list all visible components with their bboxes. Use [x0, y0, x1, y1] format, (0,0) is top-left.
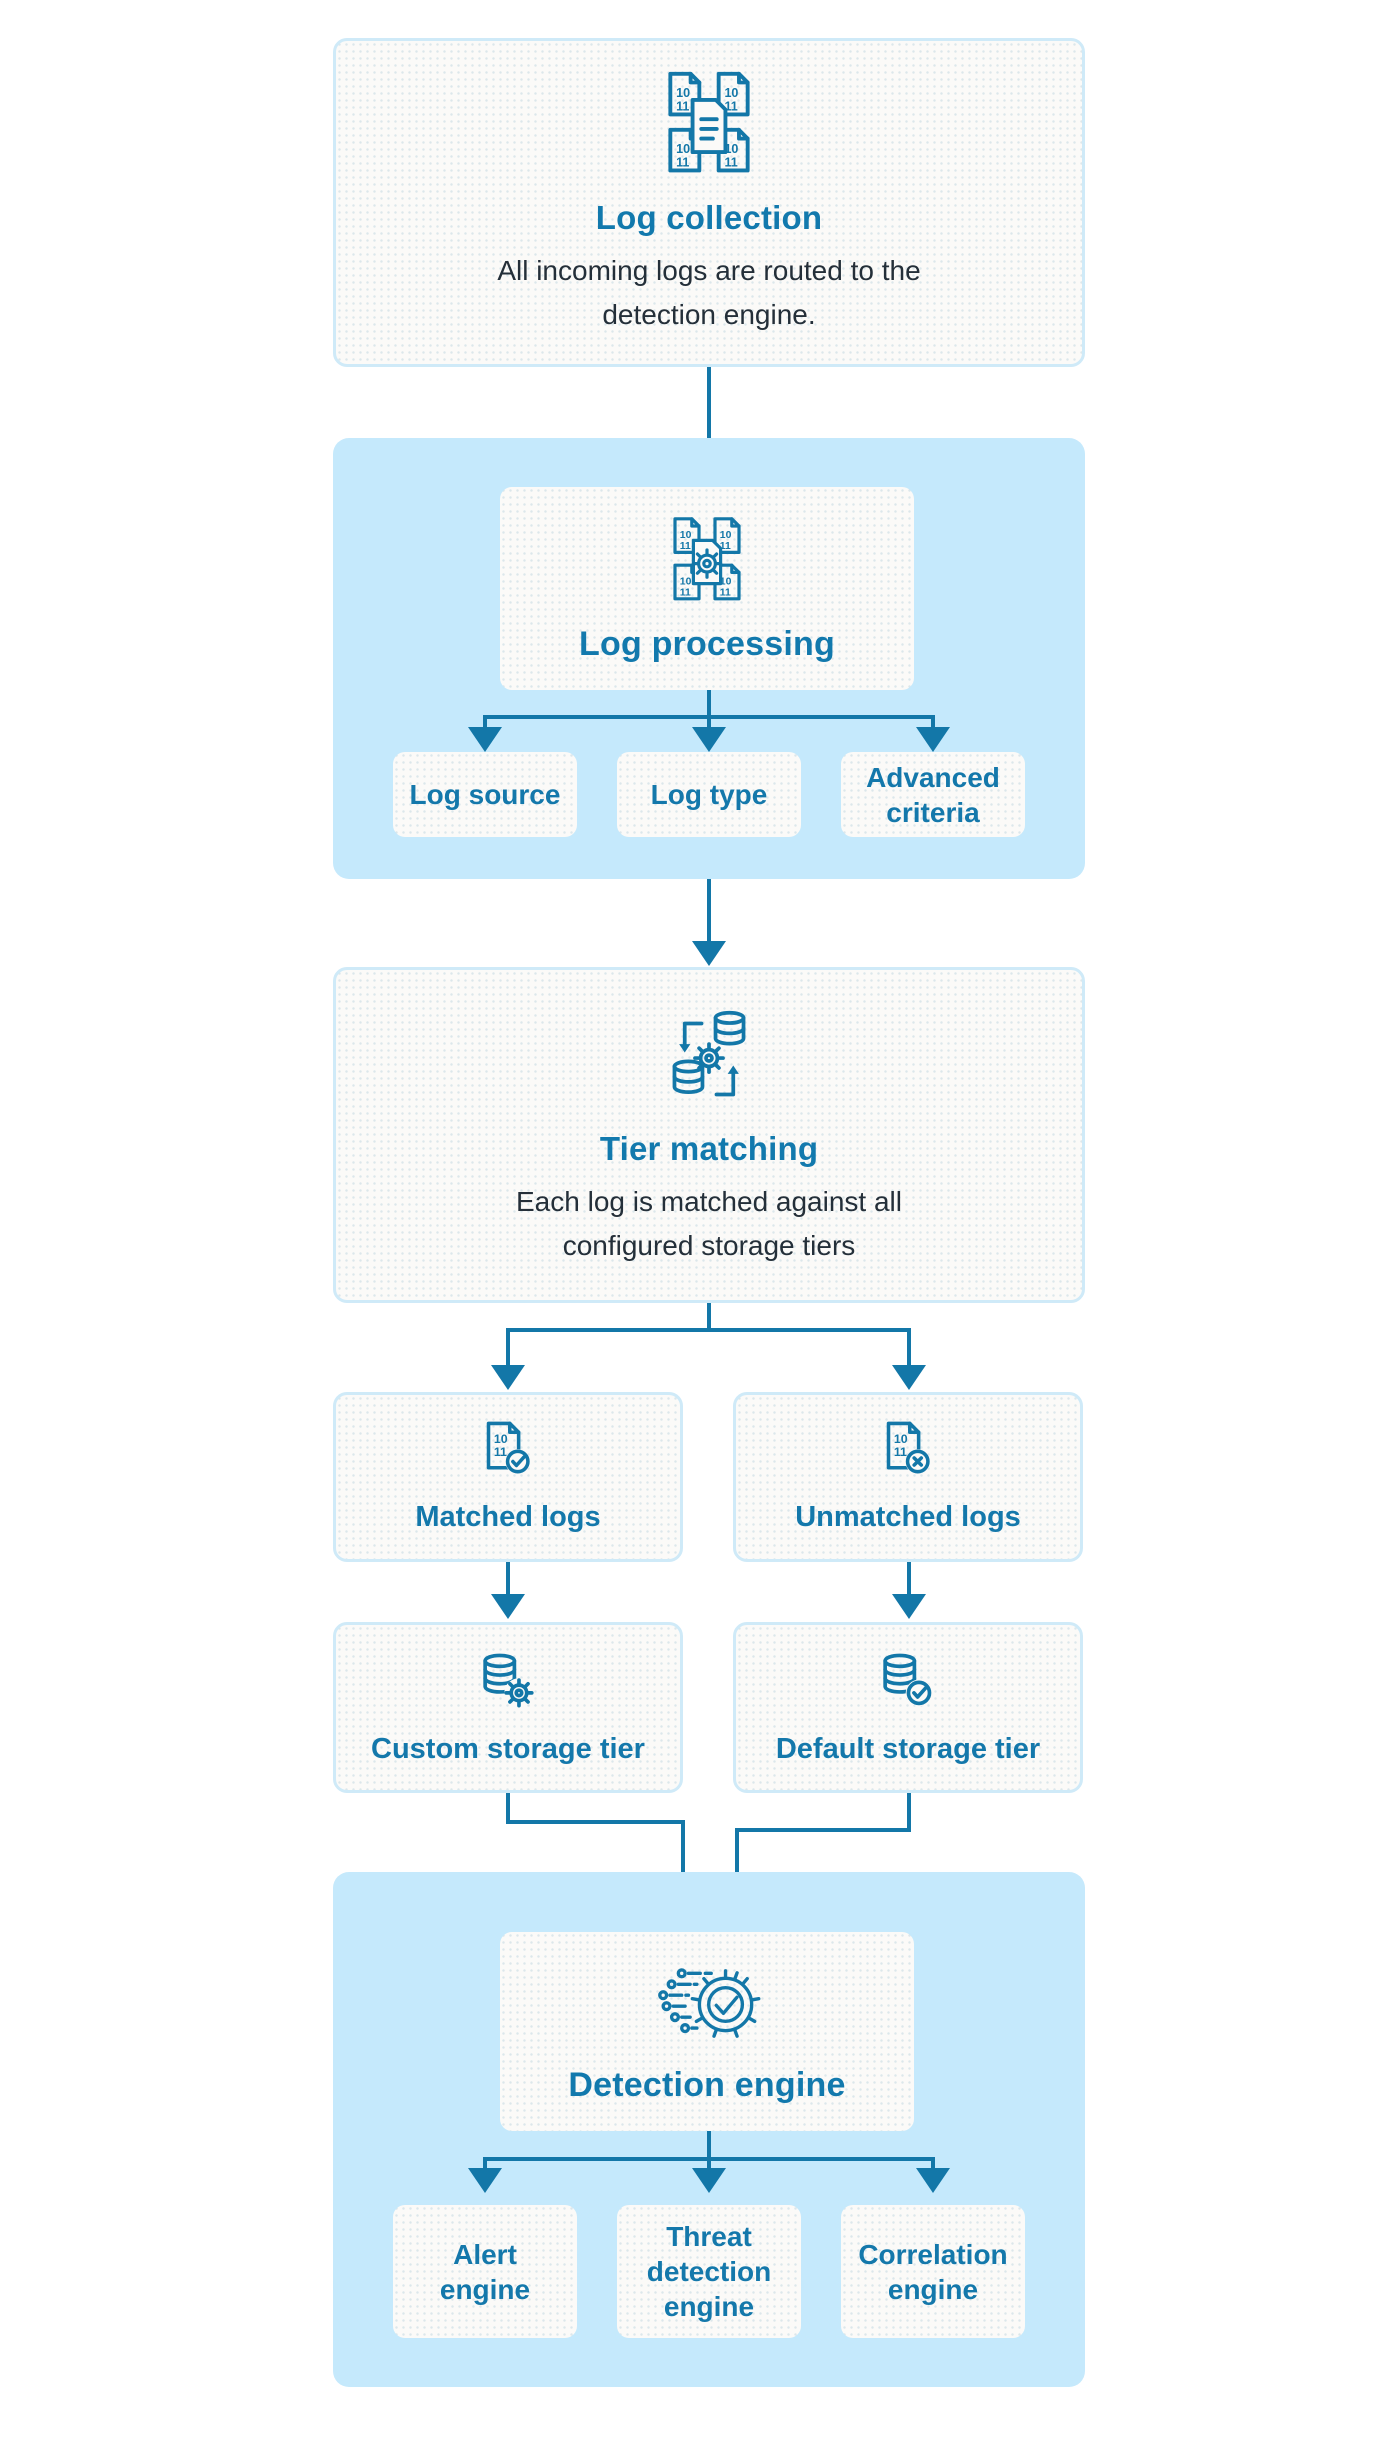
database-sync-gear-icon: [653, 1003, 765, 1120]
document-check-icon: 10 11: [477, 1419, 539, 1486]
svg-text:11: 11: [676, 100, 689, 114]
log-collection-box: 10 11 10 11 10 11 10 11 Log collection A…: [333, 38, 1085, 367]
log-source-label: Log source: [409, 779, 561, 810]
svg-text:10: 10: [676, 86, 690, 100]
correlation-engine-label: Correlation engine: [858, 2238, 1008, 2305]
tier-matching-title: Tier matching: [599, 1129, 819, 1167]
svg-text:11: 11: [720, 541, 731, 552]
alert-engine-label: Alert engine: [439, 2238, 531, 2305]
threat-detection-engine-label: Threat detection engine: [646, 2221, 772, 2322]
advanced-criteria-box: Advanced criteria: [841, 752, 1025, 837]
documents-cluster-icon: 10 11 10 11 10 11 10 11: [651, 68, 767, 189]
detection-engine-title: Detection engine: [568, 2066, 846, 2104]
svg-text:11: 11: [724, 100, 737, 114]
log-processing-box: 10 11 10 11 10 11 10 11 Log pr: [500, 487, 914, 690]
threat-detection-engine-box: Threat detection engine: [617, 2205, 801, 2338]
custom-storage-tier-box: Custom storage tier: [333, 1622, 683, 1793]
svg-text:11: 11: [680, 587, 691, 598]
document-x-icon: 10 11: [877, 1419, 939, 1486]
correlation-engine-box: Correlation engine: [841, 2205, 1025, 2338]
default-storage-tier-box: Default storage tier: [733, 1622, 1083, 1793]
tier-matching-box: Tier matching Each log is matched agains…: [333, 967, 1085, 1303]
svg-text:10: 10: [894, 1432, 908, 1446]
detection-engine-box: Detection engine: [500, 1932, 914, 2131]
log-type-box: Log type: [617, 752, 801, 837]
log-type-label: Log type: [650, 779, 768, 810]
svg-text:10: 10: [494, 1432, 508, 1446]
tier-matching-description: Each log is matched against all configur…: [516, 1185, 902, 1261]
svg-text:10: 10: [680, 530, 692, 541]
svg-text:10: 10: [720, 576, 732, 587]
advanced-criteria-label: Advanced criteria: [866, 761, 1000, 828]
log-processing-title: Log processing: [579, 624, 835, 663]
matched-logs-box: 10 11 Matched logs: [333, 1392, 683, 1562]
log-collection-description: All incoming logs are routed to the dete…: [497, 255, 921, 330]
alert-engine-box: Alert engine: [393, 2205, 577, 2338]
log-source-box: Log source: [393, 752, 577, 837]
svg-text:11: 11: [894, 1445, 907, 1459]
gear-check-circuit-icon: [648, 1958, 766, 2056]
svg-text:10: 10: [724, 86, 738, 100]
svg-text:11: 11: [680, 541, 691, 552]
log-collection-title: Log collection: [595, 199, 823, 236]
documents-gear-icon: 10 11 10 11 10 11 10 11: [659, 514, 755, 615]
custom-storage-tier-label: Custom storage tier: [371, 1732, 645, 1765]
database-check-icon: [876, 1649, 940, 1718]
unmatched-logs-box: 10 11 Unmatched logs: [733, 1392, 1083, 1562]
database-gear-icon: [476, 1649, 540, 1718]
matched-logs-label: Matched logs: [415, 1501, 601, 1533]
svg-text:11: 11: [720, 587, 731, 598]
svg-text:10: 10: [720, 530, 732, 541]
svg-text:10: 10: [676, 142, 690, 156]
svg-text:11: 11: [494, 1445, 507, 1459]
svg-text:10: 10: [680, 576, 692, 587]
svg-text:11: 11: [724, 156, 737, 170]
unmatched-logs-label: Unmatched logs: [795, 1501, 1021, 1533]
default-storage-tier-label: Default storage tier: [775, 1732, 1041, 1765]
svg-text:10: 10: [724, 142, 738, 156]
svg-text:11: 11: [676, 156, 689, 170]
